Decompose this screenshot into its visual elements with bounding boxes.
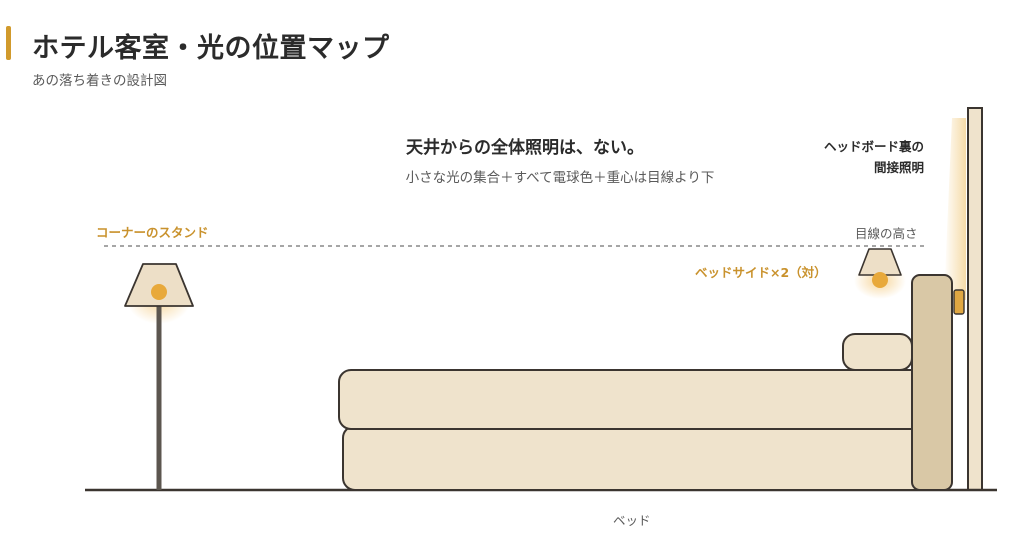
headboard-label-line1: ヘッドボード裏の xyxy=(823,139,924,154)
bed-label: ベッド xyxy=(613,513,651,528)
pillow xyxy=(842,333,913,371)
headboard-label-line2: 間接照明 xyxy=(873,160,924,175)
bedside-label: ベッドサイド×2（対） xyxy=(695,265,827,280)
corner-stand-label: コーナーのスタンド xyxy=(96,225,209,240)
subline: 小さな光の集合＋すべて電球色＋重心は目線より下 xyxy=(405,170,715,186)
bed-mattress xyxy=(338,369,927,430)
eye-level-label: 目線の高さ xyxy=(855,226,918,241)
headboard xyxy=(911,274,953,491)
bedside-lamp-bulb xyxy=(872,272,888,288)
headboard-light-fixture xyxy=(953,289,965,315)
wall xyxy=(967,107,983,491)
bed-base xyxy=(342,425,927,491)
headboard-wall-glow xyxy=(944,118,966,300)
title-accent-bar xyxy=(6,26,11,60)
headboard-light-label: ヘッドボード裏の 間接照明 xyxy=(824,136,924,178)
page-title: ホテル客室・光の位置マップ xyxy=(32,33,390,64)
bedside-lamp-shade xyxy=(858,248,902,276)
page-subtitle: あの落ち着きの設計図 xyxy=(32,73,167,89)
headline: 天井からの全体照明は、ない。 xyxy=(406,138,644,158)
floor-lamp-bulb xyxy=(151,284,167,300)
